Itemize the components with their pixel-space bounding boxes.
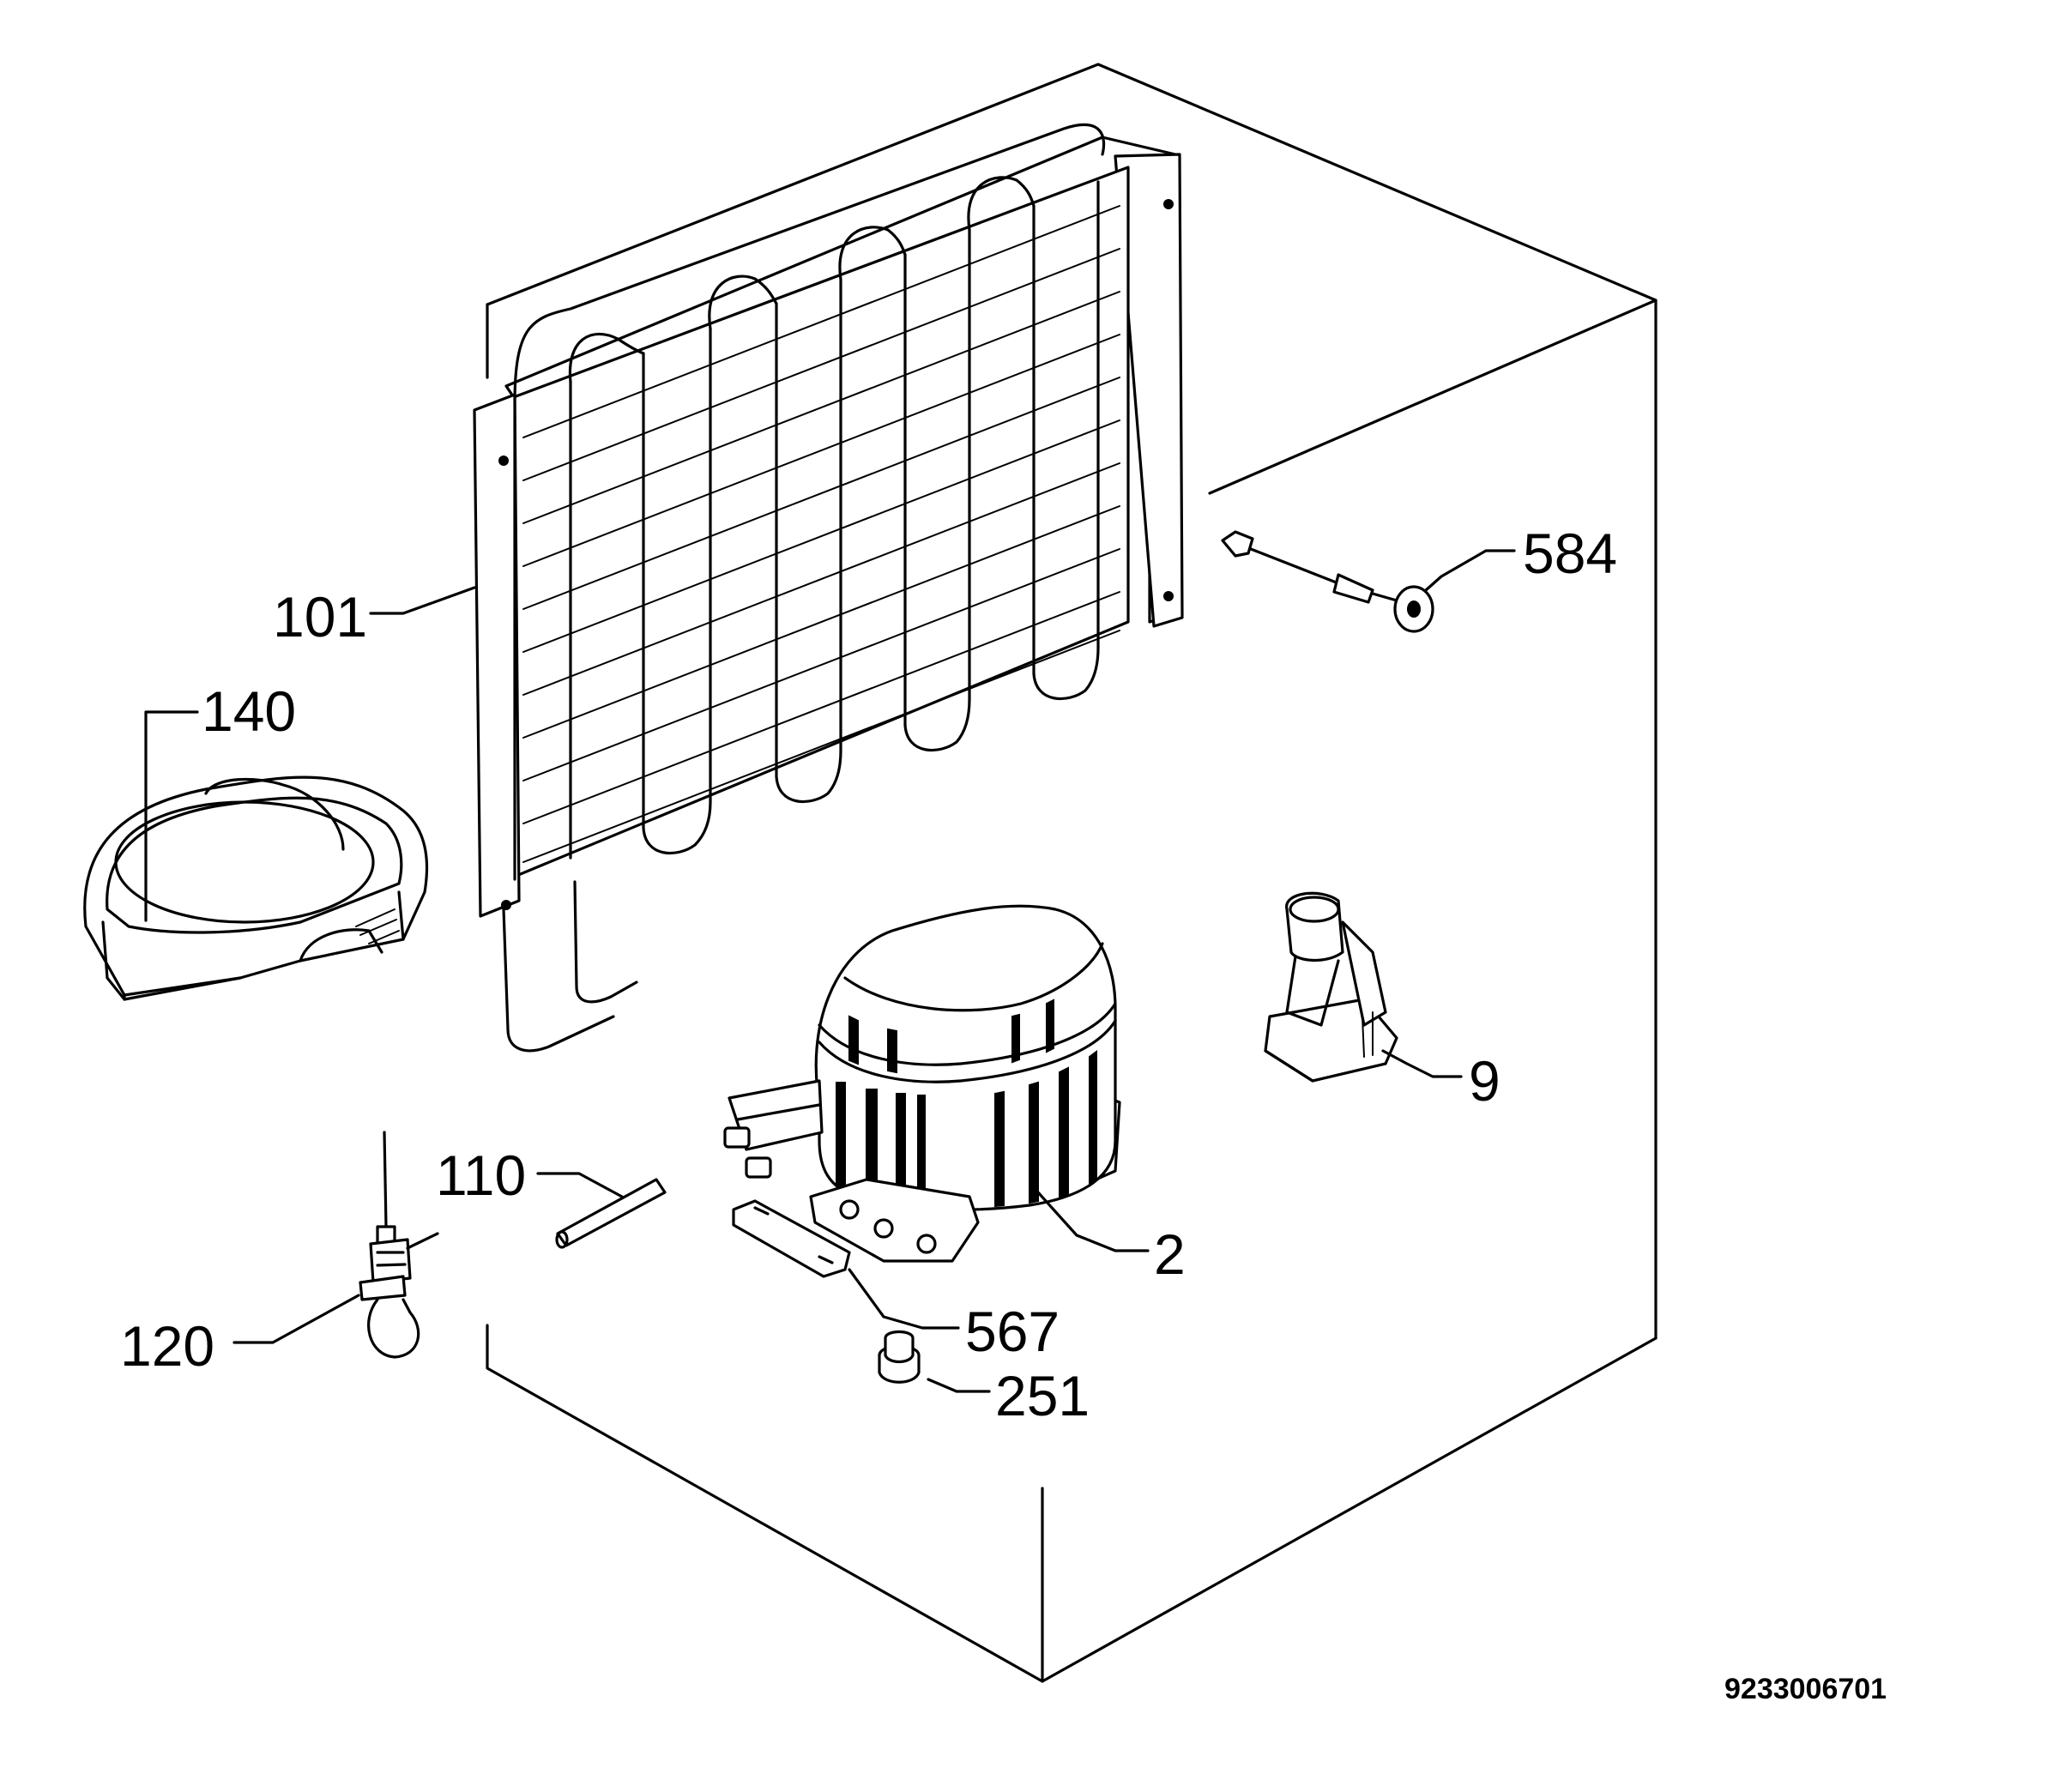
callout-service-valve: 120 (120, 1314, 214, 1378)
condenser[interactable] (473, 123, 1184, 1053)
callout-compressor: 2 (1154, 1222, 1186, 1286)
document-number: 9233006701 (1724, 1673, 1887, 1705)
callout-drip-tray: 140 (202, 679, 296, 743)
mounting-bracket[interactable] (732, 1199, 851, 1278)
service-valve[interactable] (359, 1131, 439, 1359)
callout-thermostat-sensor: 584 (1523, 522, 1617, 585)
leader-lines (144, 549, 1516, 1393)
compressor[interactable] (723, 904, 1121, 1263)
cabinet-outline (486, 63, 1657, 1683)
callout-condenser: 101 (273, 585, 367, 649)
condenser-fins (513, 123, 1120, 881)
callout-rubber-grommet: 251 (995, 1364, 1090, 1427)
part-callouts: 101 140 584 9 2 110 120 567 251 (120, 522, 1617, 1427)
dryer-pipe[interactable] (555, 1178, 667, 1249)
drip-tray[interactable] (83, 775, 429, 1001)
callout-dryer-pipe: 110 (436, 1143, 526, 1207)
thermostat-sensor[interactable] (1221, 530, 1434, 633)
callout-relay: 9 (1469, 1049, 1500, 1113)
rubber-grommet[interactable] (878, 1330, 921, 1384)
relay[interactable] (1264, 891, 1398, 1083)
callout-mounting-bracket: 567 (965, 1300, 1060, 1363)
